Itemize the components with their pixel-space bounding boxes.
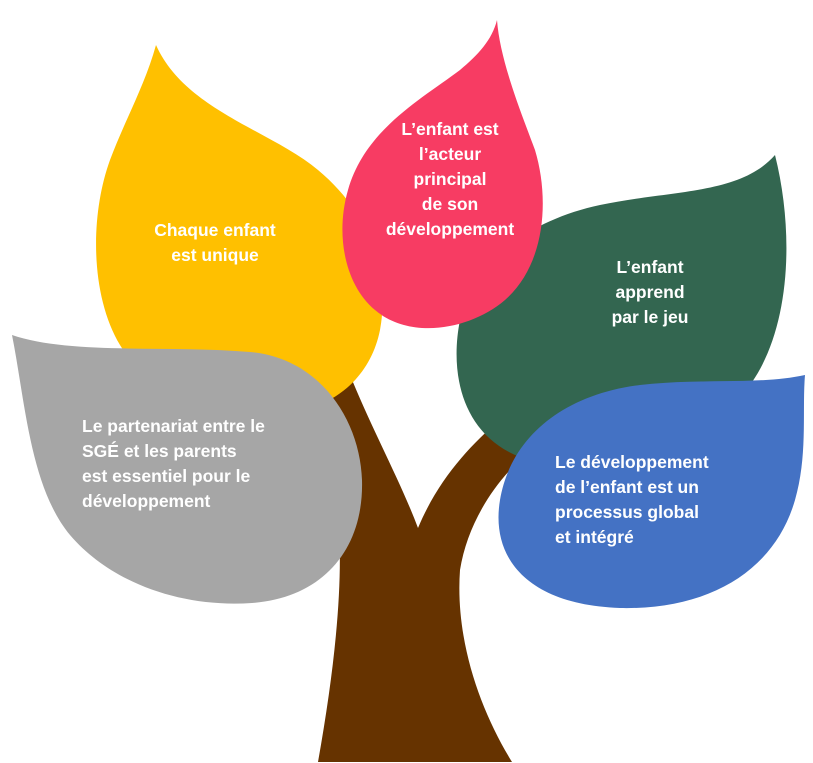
leaf-blue-line: de l’enfant est un bbox=[555, 477, 699, 497]
tree-trunk bbox=[300, 370, 545, 762]
leaf-green-line: par le jeu bbox=[611, 307, 689, 327]
leaf-gray-line: développement bbox=[82, 491, 211, 511]
leaf-pink-text: L’enfant est l’acteur principal de son d… bbox=[360, 117, 540, 242]
leaf-blue-line: Le développement bbox=[555, 452, 709, 472]
leaf-gray-text: Le partenariat entre le SGÉ et les paren… bbox=[82, 414, 332, 514]
leaf-gray-line: Le partenariat entre le bbox=[82, 416, 265, 436]
leaf-gray bbox=[12, 335, 363, 604]
leaf-yellow-text: Chaque enfant est unique bbox=[135, 218, 295, 268]
leaf-yellow-line: est unique bbox=[171, 245, 259, 265]
leaf-pink-line: l’acteur bbox=[418, 144, 482, 164]
leaf-green-line: apprend bbox=[615, 282, 685, 302]
leaf-pink-line: principal bbox=[413, 169, 487, 189]
leaf-pink-line: L’enfant est bbox=[401, 119, 499, 139]
leaf-blue-line: et intégré bbox=[555, 527, 634, 547]
leaf-green-line: L’enfant bbox=[616, 257, 684, 277]
leaf-yellow bbox=[96, 45, 383, 413]
leaf-pink bbox=[342, 20, 543, 329]
leaf-green-text: L’enfant apprend par le jeu bbox=[580, 255, 720, 330]
leaf-pink-line: développement bbox=[385, 219, 515, 239]
leaf-pink-line: de son bbox=[421, 194, 479, 214]
leaf-gray-line: est essentiel pour le bbox=[82, 466, 251, 486]
leaf-yellow-line: Chaque enfant bbox=[154, 220, 276, 240]
leaf-blue-text: Le développement de l’enfant est un proc… bbox=[555, 450, 775, 550]
leaf-blue bbox=[498, 375, 805, 609]
leaf-gray-line: SGÉ et les parents bbox=[82, 441, 237, 461]
leaf-blue-line: processus global bbox=[555, 502, 699, 522]
